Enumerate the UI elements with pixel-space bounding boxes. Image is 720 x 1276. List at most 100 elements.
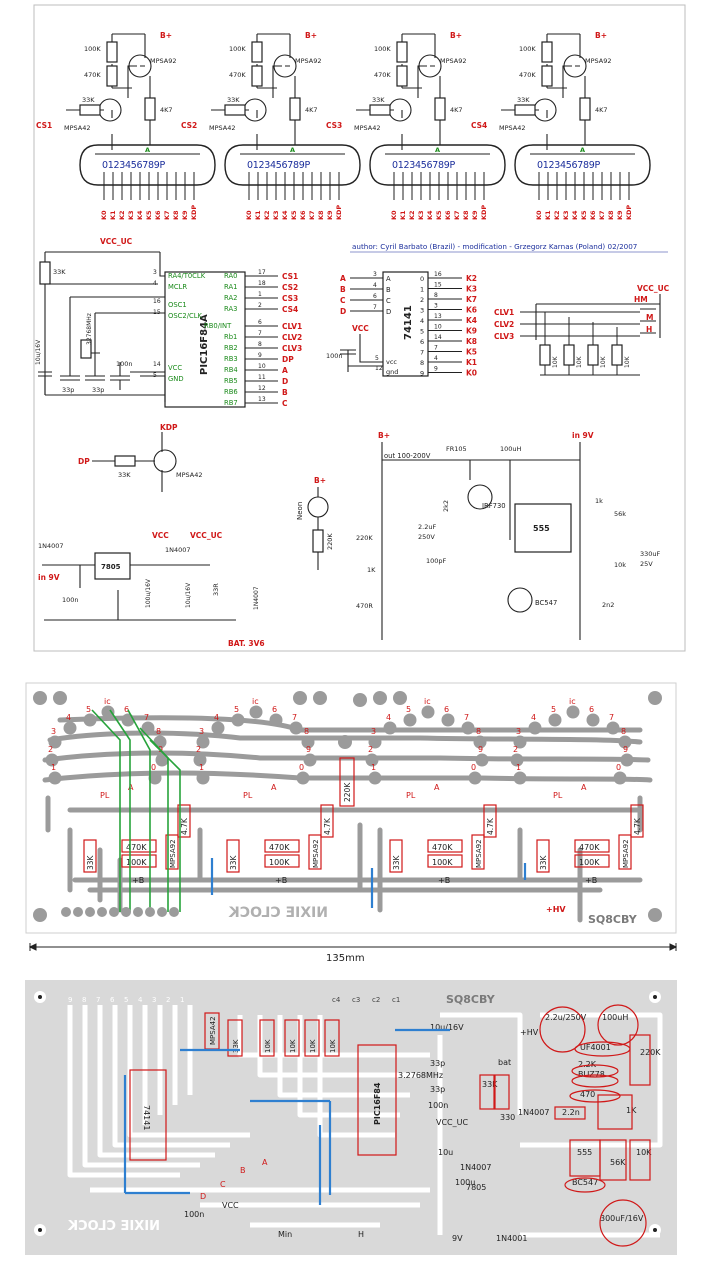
pcb-decoder-label: 74141: [142, 1105, 151, 1130]
nixie-tube: [79, 144, 216, 186]
pcb-mount-pad: [353, 693, 367, 707]
cathode-label: K2: [553, 210, 561, 220]
tube-block-3: 100K470K4K7MPSA92MPSA4233KB+CS3A01234567…: [326, 31, 506, 220]
psu-cap2-label: 100u/16V: [145, 578, 152, 608]
transistor-mpsa92-label: MPSA92: [295, 57, 322, 65]
mcu-pin-num: 8: [258, 341, 262, 348]
pcb-res-100k-label: 100K: [126, 858, 147, 867]
decoder-out-signal: K7: [466, 295, 477, 304]
pcb-bottom-label: 2.2n: [562, 1108, 580, 1117]
dimension-line: [28, 943, 678, 951]
decoder-name: 74141: [403, 305, 414, 340]
pcb-bottom-label: VCC_UC: [436, 1118, 469, 1127]
nixie-tube: [369, 144, 506, 186]
pcb-tube-pin-label: 5: [406, 705, 411, 714]
decoder-out-num: 13: [434, 313, 442, 320]
pcb-tube-pad: [101, 705, 115, 719]
schematic-panel: 100K470K4K7MPSA92MPSA4233KB+CS1A01234567…: [33, 4, 686, 652]
psu-cap1-label: 100n: [62, 596, 79, 604]
pcb-tube-pin-label: 9: [306, 745, 311, 754]
resistor-100k-label: 100K: [519, 45, 536, 53]
pcb-bottom-label: 555: [577, 1148, 592, 1157]
pcb-wire: [109, 709, 131, 912]
hv-c100p-label: 100pF: [426, 557, 447, 565]
pcb-tube-pad: [269, 713, 283, 727]
cathode-label: K6: [299, 210, 307, 220]
pcb-trace: [45, 795, 643, 893]
pcb-res-33k-label: 33K: [229, 854, 238, 870]
pcb-bottom-label: Min: [278, 1230, 292, 1239]
hv-transistor-label: BC547: [535, 599, 557, 607]
pcb-header-pad: [97, 907, 107, 917]
pcb-mount-pad: [53, 691, 67, 705]
pcb-tube-pin-label: 9: [478, 745, 483, 754]
timer-555: [514, 503, 572, 553]
cathode-label: K7: [308, 210, 316, 220]
cathode-label: K8: [172, 210, 180, 220]
pcb-component-outline: [479, 1074, 495, 1110]
mcu-chip: [164, 271, 246, 408]
pcb-mount-pad: [33, 908, 47, 922]
transistor-mpsa42-label: MPSA42: [499, 124, 526, 132]
decoder-out-signal: K9: [466, 327, 477, 336]
pcb-mcu-label: PIC16F84: [373, 1082, 382, 1125]
pcb-mount-pad: [33, 691, 47, 705]
hv-transistor: [507, 587, 533, 613]
mcu-pin-name: VCC: [168, 364, 182, 372]
resistor-33k-label: 33K: [372, 96, 385, 104]
transistor-mpsa42-label: MPSA42: [354, 124, 381, 132]
button-resistor: [563, 344, 575, 366]
cathode-label: K6: [589, 210, 597, 220]
hv-vin-label: in 9V: [572, 431, 594, 440]
pcb-component-outline: [599, 1139, 627, 1181]
pcb-tube-pad: [48, 735, 62, 749]
mcu-pin-num: 13: [258, 396, 266, 403]
pcb-bottom-resistor: [324, 1019, 340, 1057]
pcb-tube-pad: [148, 771, 162, 785]
pcb-tube-pad: [613, 771, 627, 785]
pcb-tube-pad: [510, 753, 524, 767]
pcb-tube-pin-label: 2: [48, 745, 53, 754]
pcb-res-4k7: [177, 804, 191, 838]
cathode-label: K2: [118, 210, 126, 220]
pcb-bottom-resistor: [304, 1019, 320, 1057]
decoder-chip: [382, 271, 429, 377]
pcb-mount-hole-center: [38, 1228, 42, 1232]
resistor-33k-label: 33K: [82, 96, 95, 104]
psu-section: 1N4007 in 9V 7805 VCC VCC_UC 1N4007 100n…: [38, 531, 265, 648]
pcb-tube-pin-label: 3: [371, 727, 376, 736]
hv-r220-label: 220K: [356, 534, 373, 542]
bplus-label: B+: [450, 31, 462, 40]
mcu-pin-name: RA1: [224, 283, 237, 291]
pcb-bottom-resistor-label: 10K: [309, 1039, 317, 1053]
resistor-100k-label: 100K: [229, 45, 246, 53]
cathode-label: K0: [245, 210, 253, 220]
psu-diode3-label: 1N4007: [253, 586, 260, 610]
pcb-tube-pin-label: 6: [272, 705, 277, 714]
pcb-tube-pin-label: ic: [424, 697, 431, 706]
cathode-label: K5: [580, 210, 588, 220]
pcb-tube-pin-label: 4: [386, 713, 391, 722]
pcb-res-33k: [536, 839, 550, 873]
pcb-tube-num: c3: [352, 996, 360, 1004]
cathode-label: K8: [462, 210, 470, 220]
decoder-vcc-label: VCC: [352, 324, 369, 333]
pcb-bottom-label: 330: [500, 1113, 515, 1122]
osc-cap-1-label: 33p: [62, 386, 74, 394]
pcb-bottom-trace: [67, 1005, 180, 1178]
button-label: H: [646, 325, 652, 334]
psu-bat-label: BAT. 3V6: [228, 639, 265, 648]
decoder-out-num: 15: [434, 282, 442, 289]
resistor-33k-label: 33K: [517, 96, 530, 104]
pcb-bottom-label: VCC: [222, 1201, 239, 1210]
pcb-bottom-resistor-label: 10K: [329, 1039, 337, 1053]
decoder-out-pin: 7: [420, 349, 424, 357]
pcb-res-470k: [574, 839, 610, 853]
cathode-label: K5: [290, 210, 298, 220]
pcb-top-title: NIXIE CLOCK: [228, 905, 328, 921]
resistor-4k7-label: 4K7: [595, 106, 608, 114]
cathode-label: K8: [317, 210, 325, 220]
